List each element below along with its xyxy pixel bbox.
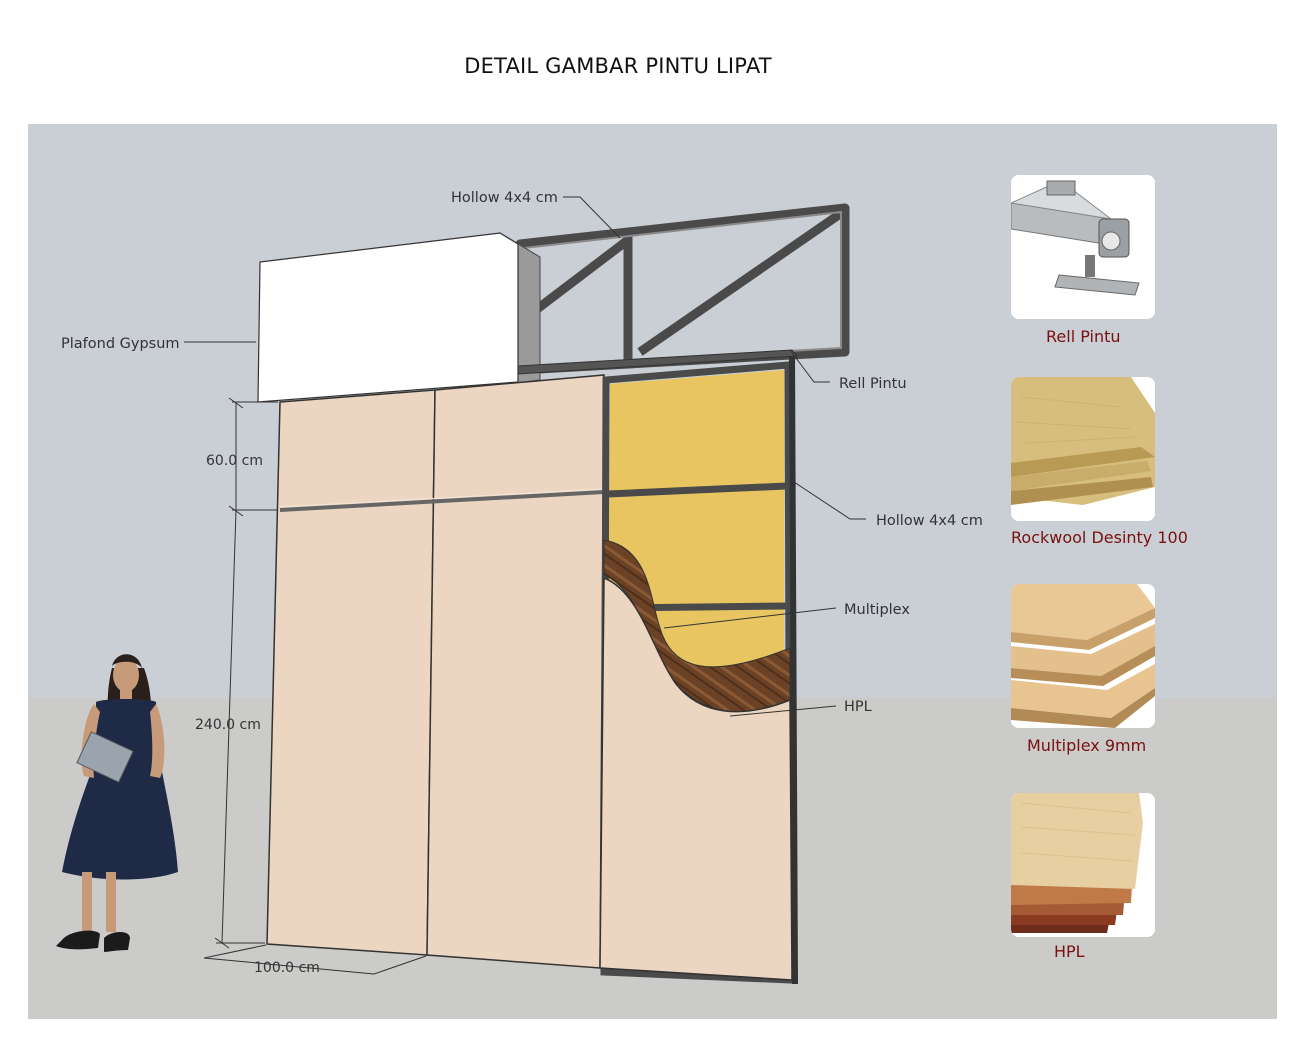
hpl-panel <box>599 576 793 981</box>
callout-leaders <box>184 196 866 717</box>
caption-multiplex: Multiplex 9mm <box>1027 736 1147 755</box>
rail-beam <box>517 349 799 375</box>
label-rell-pintu: Rell Pintu <box>839 376 907 392</box>
caption-hpl: HPL <box>1054 942 1085 961</box>
caption-rockwool: Rockwool Desinty 100 <box>1011 528 1188 547</box>
caption-rell-pintu: Rell Pintu <box>1046 327 1121 346</box>
label-hpl: HPL <box>844 699 872 715</box>
plafond-gypsum-box <box>257 232 519 403</box>
rockwool-boards-icon <box>1011 377 1155 521</box>
dimension-lower-height: 240.0 cm <box>195 717 261 733</box>
panel-transom <box>279 490 605 512</box>
right-edge <box>789 355 798 985</box>
material-card-rockwool <box>1011 377 1155 521</box>
label-hollow-side: Hollow 4x4 cm <box>876 513 983 529</box>
page-title: DETAIL GAMBAR PINTU LIPAT <box>464 54 772 78</box>
door-panel-1 <box>266 389 436 956</box>
material-card-hpl <box>1011 793 1155 937</box>
door-panel-2 <box>426 374 605 969</box>
material-card-rell <box>1011 175 1155 319</box>
plywood-stack-icon <box>1011 584 1155 728</box>
dimension-width: 100.0 cm <box>254 960 320 976</box>
label-multiplex: Multiplex <box>844 602 910 618</box>
dimension-lines <box>203 397 427 975</box>
dimension-upper-height: 60.0 cm <box>206 453 263 469</box>
hpl-sheets-icon <box>1011 793 1155 937</box>
label-plafond-gypsum: Plafond Gypsum <box>61 336 180 352</box>
label-hollow-top: Hollow 4x4 cm <box>451 190 558 206</box>
material-card-multiplex <box>1011 584 1155 728</box>
scale-figure-woman <box>56 654 178 952</box>
sliding-rail-icon <box>1011 175 1155 319</box>
